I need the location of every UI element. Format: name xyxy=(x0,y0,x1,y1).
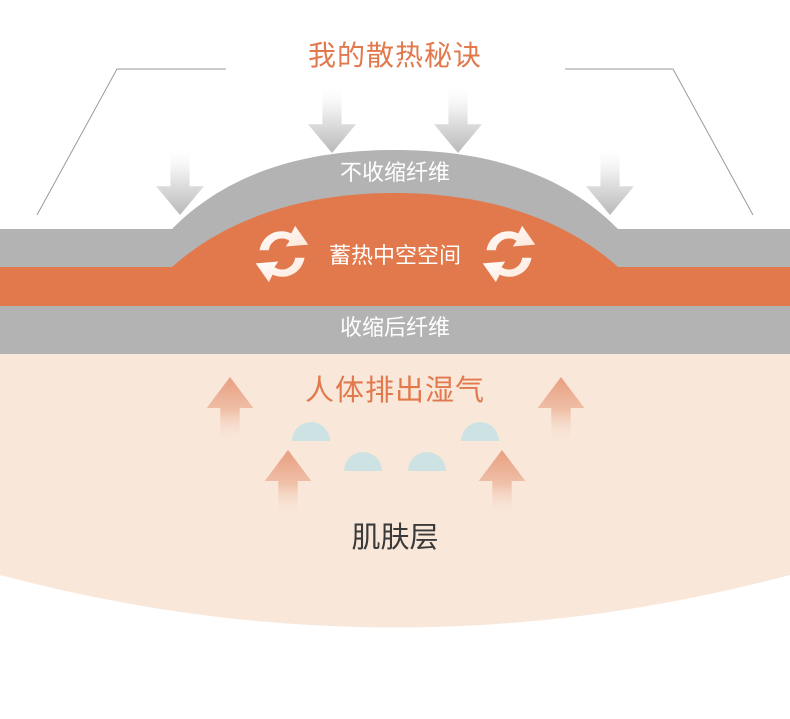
heat-space-label: 蓄热中空空间 xyxy=(0,246,790,268)
top-fiber-label: 不收缩纤维 xyxy=(0,163,790,185)
skin-layer-label: 肌肤层 xyxy=(0,523,790,552)
bottom-fiber-label: 收缩后纤维 xyxy=(0,318,790,340)
moisture-label: 人体排出湿气 xyxy=(0,376,790,405)
diagram-title: 我的散热秘诀 xyxy=(0,42,790,70)
down-arrow-icon xyxy=(308,86,356,153)
down-arrow-icon xyxy=(434,86,482,153)
